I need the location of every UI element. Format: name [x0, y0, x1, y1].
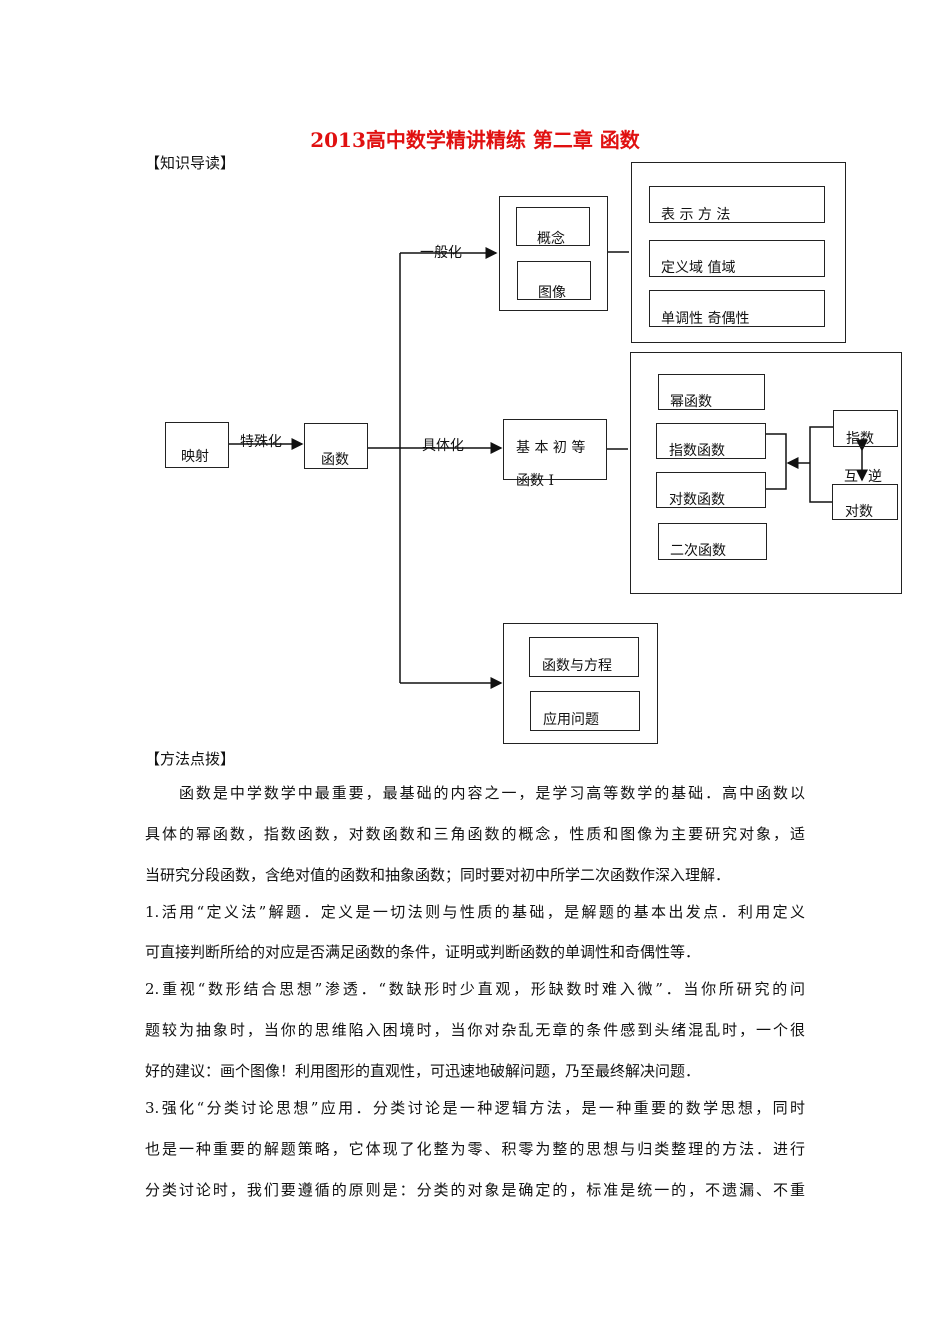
label-logarithm: 对数: [845, 504, 873, 520]
label-monotonic-parity: 单调性 奇偶性: [661, 311, 750, 327]
box-concept: [516, 207, 590, 246]
label-application-problems: 应用问题: [543, 712, 599, 728]
box-exponent: [833, 410, 898, 447]
label-logarithmic: 对数函数: [669, 492, 725, 508]
page-title: 2013高中数学精讲精练 第二章 函数: [310, 128, 640, 152]
label-power: 幂函数: [670, 394, 712, 410]
body-line: 当研究分段函数，含绝对值的函数和抽象函数；同时要对初中所学二次函数作深入理解．: [145, 866, 731, 884]
label-specialize: 特殊化: [240, 434, 282, 450]
box-equation: [529, 637, 639, 677]
label-inverse-1: 互: [844, 469, 858, 485]
box-application: [503, 623, 658, 744]
body-line: 好的建议：画个图像！利用图形的直观性，可迅速地破解问题，乃至最终解决问题．: [145, 1062, 701, 1080]
label-equation: 函数与方程: [542, 658, 612, 674]
box-quadratic: [658, 523, 767, 560]
label-concept: 概念: [537, 231, 565, 247]
box-domain-range: [649, 240, 825, 277]
body-line: 题较为抽象时，当你的思维陷入困境时，当你对杂乱无章的条件感到头绪混乱时，一个很: [145, 1021, 805, 1039]
box-elementary-types: [630, 352, 902, 594]
box-properties: [631, 162, 846, 343]
box-application-problems: [530, 691, 640, 731]
body-line: 2.重视“数形结合思想”渗透．“数缺形时少直观，形缺数时难入微”．当你所研究的问: [145, 980, 805, 998]
label-concretize: 具体化: [422, 438, 464, 454]
box-exponential: [656, 423, 766, 459]
box-power: [658, 374, 765, 410]
box-mapping: [165, 422, 229, 468]
label-mapping: 映射: [181, 449, 209, 465]
body-line: 具体的幂函数，指数函数，对数函数和三角函数的概念，性质和图像为主要研究对象，适: [145, 825, 805, 843]
body-line: 分类讨论时，我们要遵循的原则是：分类的对象是确定的，标准是统一的，不遗漏、不重: [145, 1181, 805, 1199]
label-inverse-2: 逆: [868, 469, 882, 485]
label-graph: 图像: [538, 285, 566, 301]
label-representation: 表 示 方 法: [661, 207, 731, 223]
box-function: [304, 423, 368, 469]
label-exponential: 指数函数: [669, 443, 725, 459]
body-line: 3.强化“分类讨论思想”应用．分类讨论是一种逻辑方法，是一种重要的数学思想，同时: [145, 1099, 805, 1117]
label-domain-range: 定义域 值域: [661, 260, 736, 276]
diagram-connectors: [228, 247, 868, 689]
label-exponent: 指数: [846, 431, 874, 447]
box-logarithm: [832, 484, 898, 520]
box-representation: [649, 186, 825, 223]
box-graph: [517, 261, 591, 300]
body-line: 1.活用“定义法”解题．定义是一切法则与性质的基础，是解题的基本出发点．利用定义: [145, 903, 805, 921]
box-monotonic-parity: [649, 290, 825, 327]
section-method-tips: 【方法点拨】: [145, 750, 236, 768]
label-elementary-2: 函数 I: [516, 473, 554, 489]
box-elementary: [503, 419, 607, 480]
box-general: [499, 196, 608, 311]
body-line: 可直接判断所给的对应是否满足函数的条件，证明或判断函数的单调性和奇偶性等．: [145, 943, 701, 961]
label-quadratic: 二次函数: [670, 543, 726, 559]
section-knowledge-guide: 【知识导读】: [145, 154, 236, 172]
body-line: 函数是中学数学中最重要，最基础的内容之一，是学习高等数学的基础．高中函数以: [145, 784, 805, 802]
body-line: 也是一种重要的解题策略，它体现了化整为零、积零为整的思想与归类整理的方法．进行: [145, 1140, 805, 1158]
label-generalize: 一般化: [420, 245, 462, 261]
label-function: 函数: [321, 452, 349, 468]
label-elementary-1: 基 本 初 等: [516, 440, 586, 456]
box-logarithmic: [656, 472, 766, 508]
